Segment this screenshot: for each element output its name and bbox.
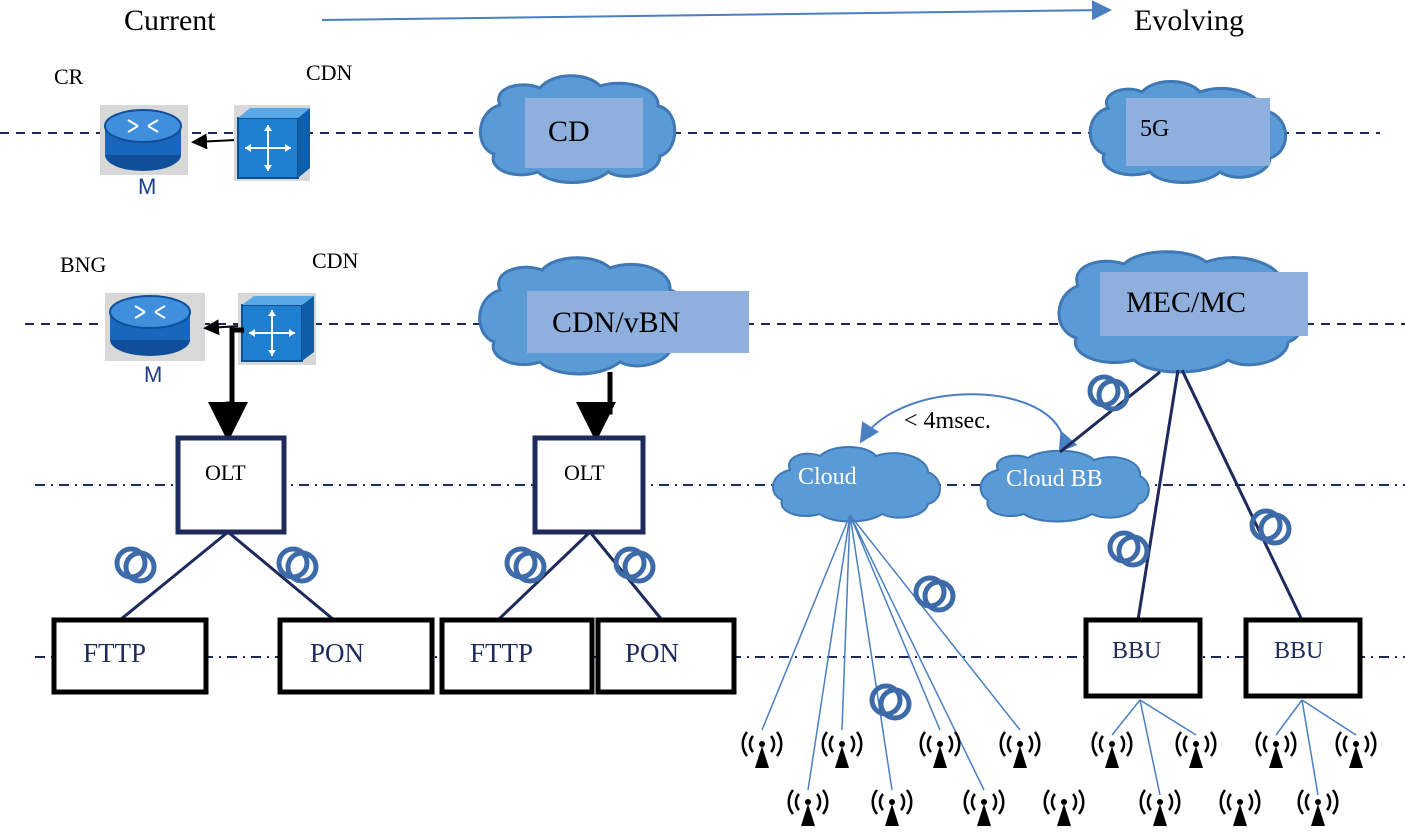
cdn-to-olt-link-left — [208, 327, 248, 442]
antenna-icon — [963, 788, 1005, 828]
cloud-bb-node-label: Cloud BB — [1006, 466, 1103, 492]
olt-box-left — [175, 435, 287, 535]
bng-label: BNG — [60, 252, 107, 277]
cr-router-icon — [100, 105, 188, 175]
cr-cdn-link — [191, 133, 237, 150]
cloud-node — [772, 446, 941, 523]
cdn-vbn-cloud — [478, 256, 749, 376]
cdn-switch-icon-mid — [238, 293, 316, 365]
cdn-switch-icon-top — [234, 105, 310, 181]
latency-label: < 4msec. — [904, 408, 991, 434]
antenna-icon — [821, 730, 863, 770]
olt-fttp-link-mid — [496, 530, 592, 622]
fiber-coil-icon — [279, 549, 316, 581]
cloud-antenna-links — [761, 514, 1021, 791]
antenna-icon — [1255, 730, 1297, 770]
router-mark-top: M — [138, 174, 157, 199]
antenna-icon — [787, 788, 829, 828]
fiber-coil-icon — [1110, 533, 1147, 565]
pon-label-mid: PON — [625, 638, 680, 668]
olt-fttp-link-left — [119, 530, 229, 622]
olt-label-mid: OLT — [564, 460, 605, 485]
pon-label-left: PON — [310, 638, 365, 668]
cd-cloud-label: CD — [548, 115, 590, 148]
bbu-box-left — [1083, 617, 1203, 699]
fttp-label-left: FTTP — [83, 638, 147, 668]
latency-arrow — [859, 393, 1078, 453]
fttp-box-left — [51, 617, 209, 695]
antenna-icon — [1091, 730, 1133, 770]
antenna-icon — [1219, 788, 1261, 828]
fiveg-cloud-label: 5G — [1140, 116, 1170, 142]
olt-label-left: OLT — [205, 460, 246, 485]
fiber-coil-icon — [616, 549, 653, 581]
evolution-arrow — [321, 0, 1112, 21]
mec-cloudbb-link — [1059, 370, 1161, 454]
antenna-icon — [741, 730, 783, 770]
antenna-icon — [1175, 730, 1217, 770]
bbu-box-right — [1243, 617, 1363, 699]
mec-mc-cloud — [1057, 250, 1308, 374]
olt-pon-link-left — [227, 530, 335, 622]
cr-label: CR — [54, 64, 84, 89]
antenna-icon — [1297, 788, 1339, 828]
fiber-coil-icon — [507, 549, 544, 581]
cdn-to-olt-link-mid — [576, 372, 616, 442]
cd-cloud — [479, 74, 677, 184]
mec-bbu-link-right — [1180, 369, 1304, 621]
bng-cdn-link — [203, 319, 241, 336]
olt-box-mid — [532, 435, 646, 535]
bbu-antenna-links — [1111, 699, 1357, 796]
cdn-vbn-cloud-label: CDN/vBN — [552, 306, 681, 339]
cloud-node-label: Cloud — [798, 464, 857, 490]
fiber-coil-icon — [916, 578, 953, 610]
evolving-header: Evolving — [1134, 4, 1244, 37]
fiber-coil-icon — [872, 686, 909, 718]
antenna-icon — [919, 730, 961, 770]
antenna-icon — [999, 730, 1041, 770]
fttp-box-mid — [439, 617, 595, 695]
bbu-label-right: BBU — [1274, 638, 1324, 664]
current-header: Current — [124, 4, 216, 37]
antenna-icon — [871, 788, 913, 828]
antenna-icon — [1139, 788, 1181, 828]
bng-router-icon — [105, 293, 205, 361]
mec-mc-cloud-label: MEC/MC — [1126, 286, 1247, 319]
fiber-coil-icon — [1090, 377, 1127, 409]
bbu-label-left: BBU — [1112, 638, 1162, 664]
antenna-icon — [1335, 730, 1377, 770]
fttp-label-mid: FTTP — [470, 638, 534, 668]
fiber-coil-icon — [117, 549, 154, 581]
antenna-icon — [1043, 788, 1085, 828]
pon-box-mid — [595, 617, 737, 695]
mec-bbu-link-left — [1136, 369, 1180, 621]
fiveg-cloud — [1088, 80, 1287, 184]
cdn-label-top: CDN — [306, 60, 353, 85]
pon-box-left — [277, 617, 435, 695]
cdn-label-mid: CDN — [312, 248, 359, 273]
router-mark-mid: M — [144, 362, 163, 387]
